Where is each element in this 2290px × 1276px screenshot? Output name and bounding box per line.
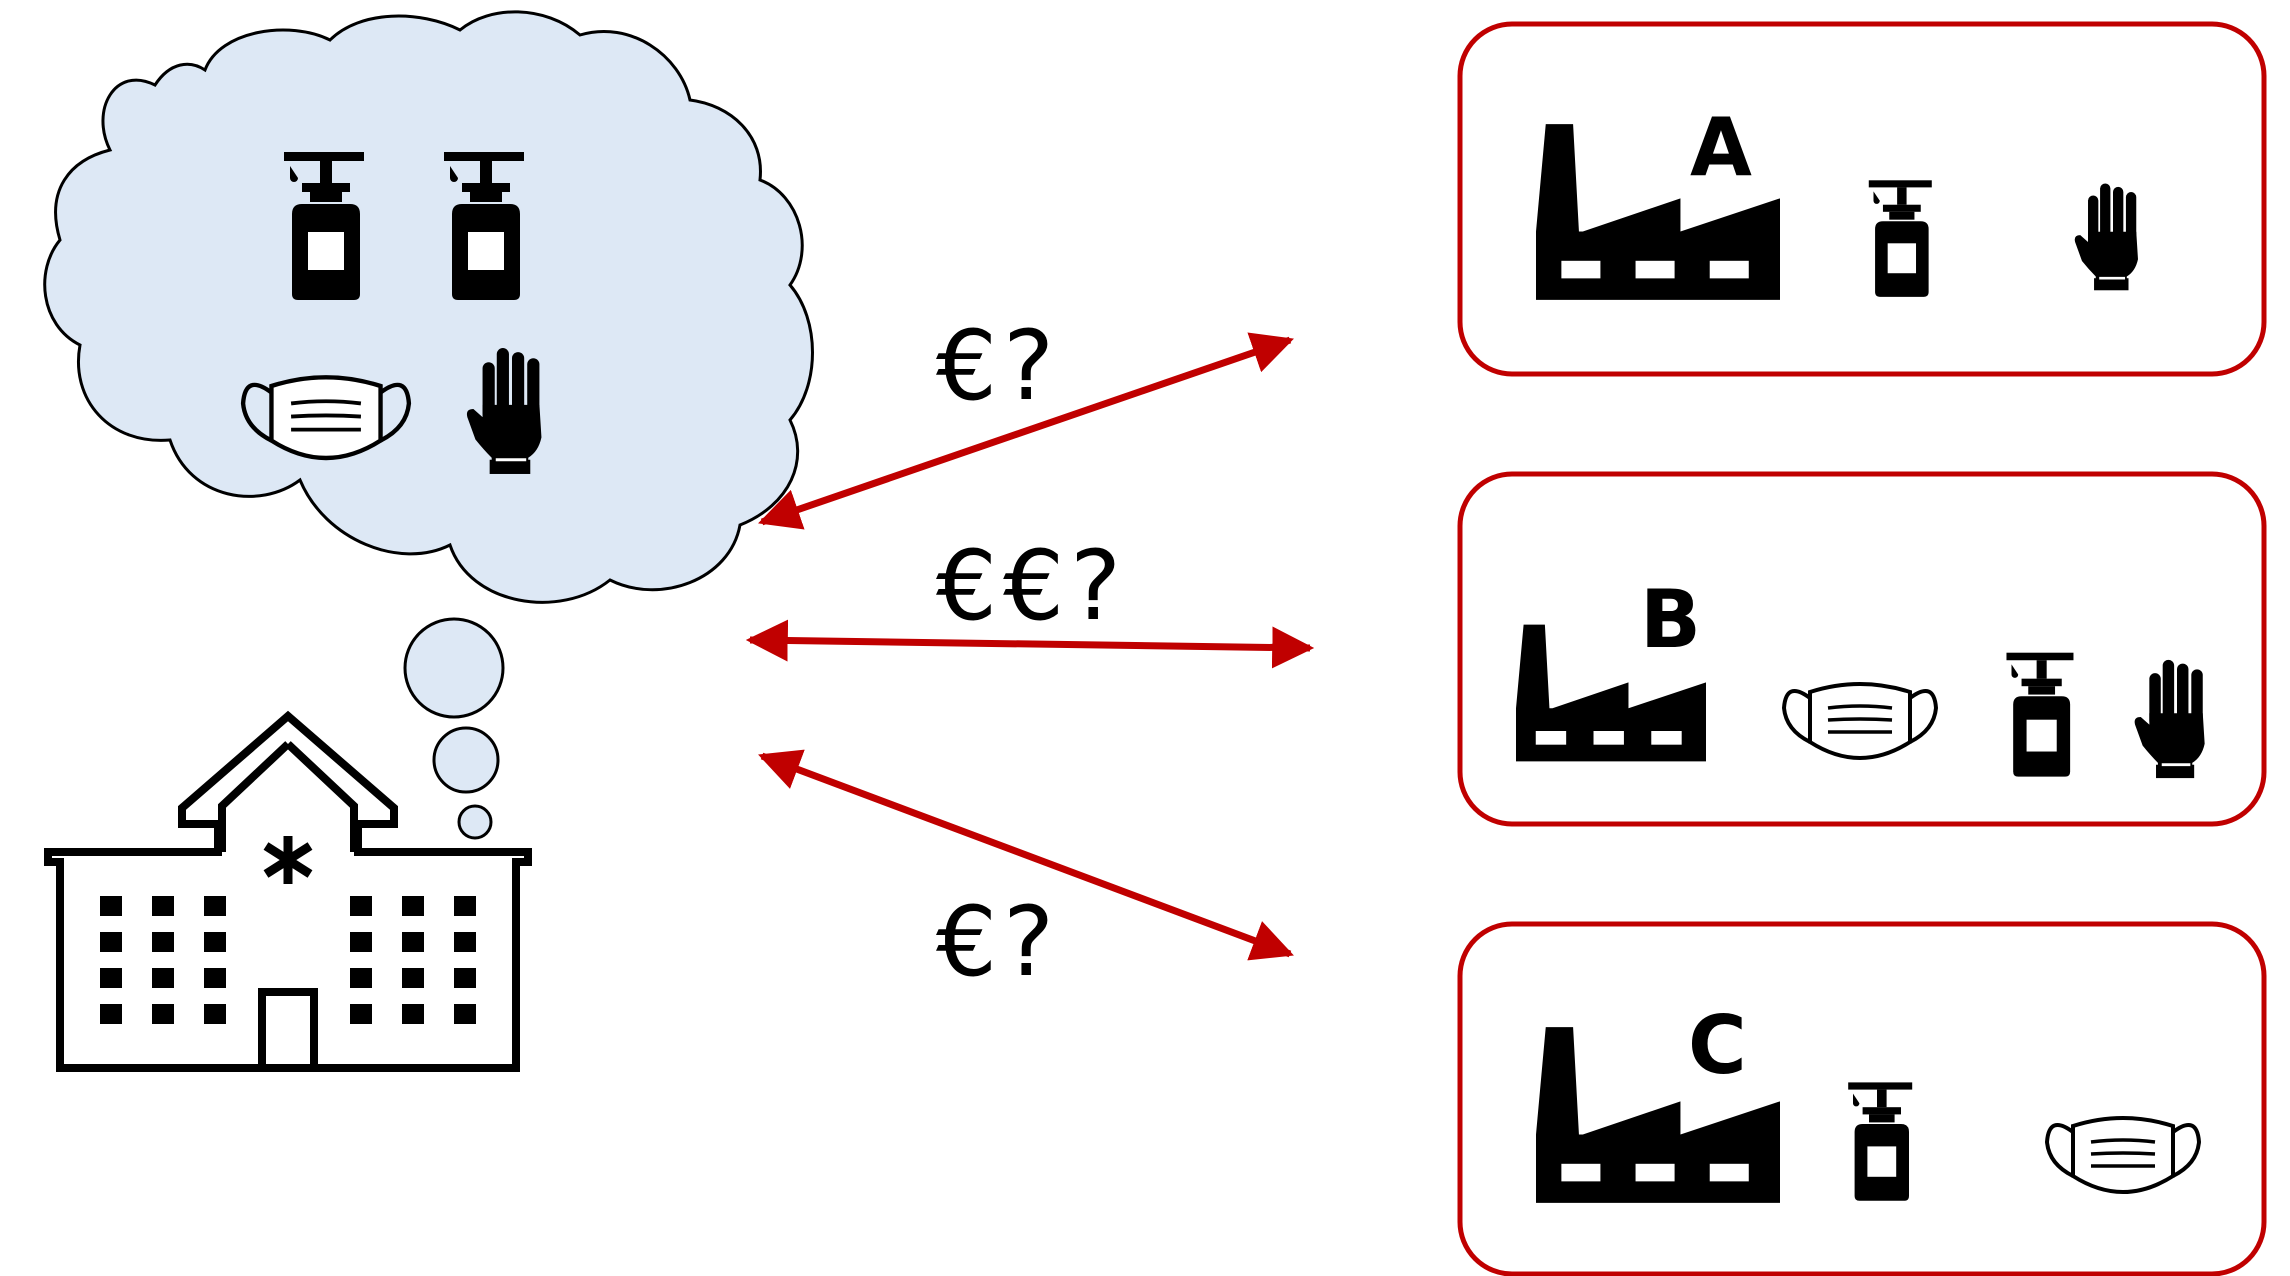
hospital-icon <box>44 710 532 1072</box>
arrow-to-supplier-c <box>758 749 1294 961</box>
thought-bubble-large <box>403 617 505 719</box>
arrow-to-supplier-b <box>745 619 1315 669</box>
supplier-b-box <box>1457 471 2267 827</box>
supplier-c-box <box>1457 921 2267 1276</box>
supplier-a-box <box>1457 21 2267 377</box>
thought-bubble-small <box>457 804 493 840</box>
thought-bubble-medium <box>432 726 500 794</box>
thought-cloud <box>43 10 814 840</box>
arrow-to-supplier-a <box>758 332 1294 530</box>
price-arrows <box>745 332 1315 961</box>
